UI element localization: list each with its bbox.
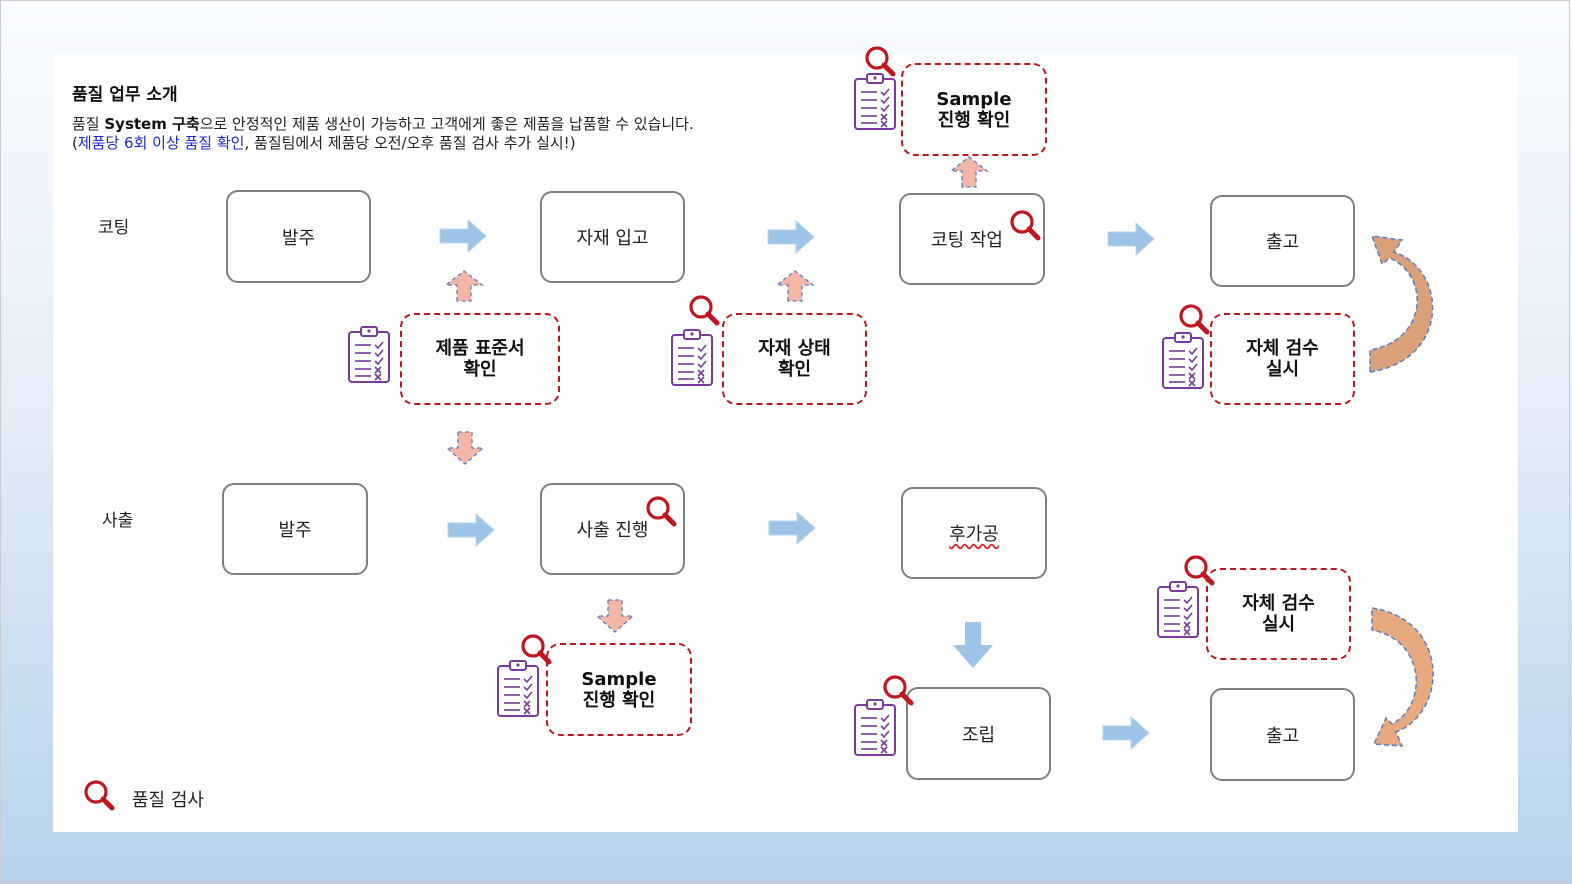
check-line-1: 자재 상태 xyxy=(758,338,831,359)
magnifier-icon xyxy=(1181,306,1207,332)
flow-arrow-right xyxy=(767,220,815,254)
magnifier-icon xyxy=(1012,212,1038,238)
clipboard-icon xyxy=(854,699,896,756)
check-line-2: 실시 xyxy=(1265,359,1300,380)
check-line-1: 자체 검수 xyxy=(1246,338,1319,359)
step-label: 발주 xyxy=(281,227,316,249)
check-line-2: 확인 xyxy=(777,359,812,380)
flow-arrow-right xyxy=(439,219,487,253)
step-coating-order: 발주 xyxy=(226,190,371,283)
step-label: 코팅 작업 xyxy=(931,230,1003,251)
check-line-1: 자체 검수 xyxy=(1242,593,1315,614)
flow-arrow-right xyxy=(447,513,495,547)
check-injection-sample: Sample 진행 확인 xyxy=(546,643,692,736)
check-coating-sample: Sample 진행 확인 xyxy=(901,63,1047,156)
description-line-1: 품질 System 구축으로 안정적인 제품 생산이 가능하고 고객에게 좋은 … xyxy=(72,115,694,133)
check-arrow-down xyxy=(596,599,634,633)
step-label: 발주 xyxy=(278,520,312,541)
magnifier-icon xyxy=(867,48,893,74)
step-label: 자재 입고 xyxy=(576,228,649,249)
row-label-coating: 코팅 xyxy=(98,218,130,238)
step-label: 조립 xyxy=(961,724,996,746)
step-assembly: 조립 xyxy=(906,687,1051,780)
legend-label: 품질 검사 xyxy=(132,790,204,811)
return-curve-arrow xyxy=(1369,235,1434,373)
check-line-2: 진행 확인 xyxy=(582,689,656,711)
step-label: 사출 진행 xyxy=(576,520,649,541)
step-label: 출고 xyxy=(1265,232,1300,253)
step-post-process: 후가공 xyxy=(901,487,1047,579)
check-material-state: 자재 상태 확인 xyxy=(722,313,867,405)
flow-arrow-right xyxy=(768,511,816,545)
check-coating-self-inspection: 자체 검수 실시 xyxy=(1210,313,1355,405)
check-arrow-up xyxy=(950,156,988,188)
clipboard-icon xyxy=(497,660,539,717)
page-title: 품질 업무 소개 xyxy=(72,85,178,105)
step-injection-ship: 출고 xyxy=(1210,688,1355,781)
check-line-1: 제품 표준서 xyxy=(435,338,525,359)
check-line-2: 진행 확인 xyxy=(937,109,1011,131)
row-label-injection: 사출 xyxy=(102,511,134,531)
step-label: 출고 xyxy=(1265,725,1300,747)
check-arrow-up xyxy=(776,270,814,302)
magnifier-icon xyxy=(1186,557,1212,583)
step-injection-order: 발주 xyxy=(222,483,368,575)
step-label: 후가공 xyxy=(949,524,999,545)
flow-arrow-right xyxy=(1107,222,1155,256)
return-curve-arrow xyxy=(1371,607,1434,747)
step-material-in: 자재 입고 xyxy=(540,191,685,283)
check-product-standard: 제품 표준서 확인 xyxy=(400,313,560,405)
flow-arrow-down xyxy=(953,622,993,668)
check-line-1: Sample xyxy=(581,668,657,690)
check-line-1: Sample xyxy=(936,88,1012,110)
clipboard-icon xyxy=(1157,581,1199,638)
check-arrow-up xyxy=(445,270,483,302)
magnifier-icon xyxy=(523,636,549,662)
magnifier-icon xyxy=(691,297,717,323)
magnifier-icon xyxy=(885,677,911,703)
step-coating-work: 코팅 작업 xyxy=(899,193,1045,285)
magnifier-icon xyxy=(648,498,674,524)
check-line-2: 확인 xyxy=(463,359,497,380)
step-coating-ship: 출고 xyxy=(1210,195,1355,287)
flow-arrow-right xyxy=(1102,716,1150,750)
description-line-2: (제품당 6회 이상 품질 확인, 품질팀에서 제품당 오전/오후 품질 검사 … xyxy=(72,134,576,152)
check-injection-self-inspection: 자체 검수 실시 xyxy=(1206,568,1351,660)
clipboard-icon xyxy=(671,329,713,386)
clipboard-icon xyxy=(854,73,896,130)
description: 품질 System 구축으로 안정적인 제품 생산이 가능하고 고객에게 좋은 … xyxy=(72,115,694,153)
legend-magnifier-icon xyxy=(86,782,112,808)
check-arrow-down xyxy=(446,431,484,465)
clipboard-icon xyxy=(348,326,390,383)
check-line-2: 실시 xyxy=(1261,614,1296,635)
clipboard-icon xyxy=(1162,332,1204,389)
